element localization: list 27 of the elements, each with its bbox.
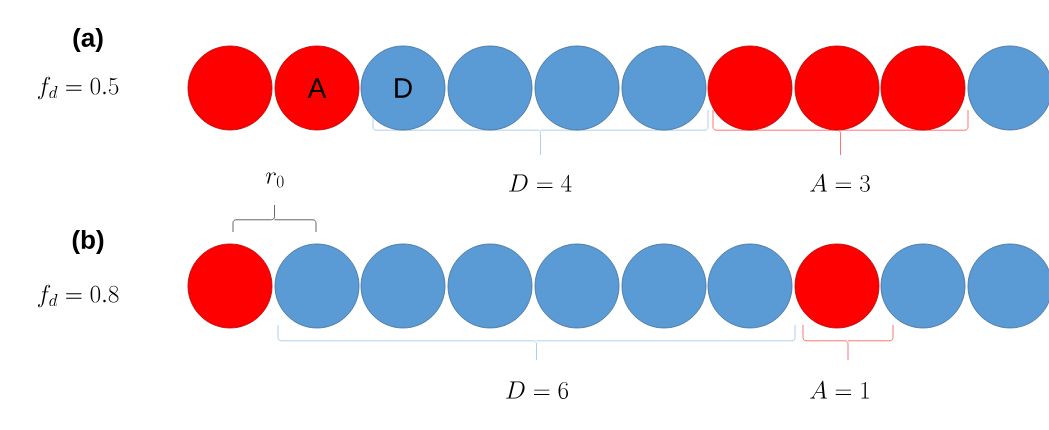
circle bbox=[621, 45, 707, 131]
circle bbox=[880, 45, 966, 131]
circle bbox=[447, 45, 533, 131]
circle bbox=[707, 45, 793, 131]
circle bbox=[880, 243, 966, 329]
circle bbox=[447, 243, 533, 329]
circle bbox=[794, 243, 880, 329]
circle bbox=[534, 243, 620, 329]
circle bbox=[274, 243, 360, 329]
circle bbox=[187, 45, 273, 131]
circle bbox=[187, 243, 273, 329]
circle bbox=[707, 243, 793, 329]
formula-label: $A = 3$ bbox=[810, 173, 870, 192]
circle bbox=[967, 45, 1049, 131]
formula-label: $D = 4$ bbox=[509, 174, 572, 192]
formula-label: $f_d = 0.5$ bbox=[38, 76, 119, 100]
panel-label: (b) bbox=[72, 229, 104, 255]
formula-label: $r_0$ bbox=[266, 172, 284, 188]
circle bbox=[794, 45, 880, 131]
circle bbox=[360, 243, 446, 329]
formula-label: $D = 6$ bbox=[506, 381, 568, 399]
panel-label: (a) bbox=[73, 27, 103, 53]
circle bbox=[967, 243, 1049, 329]
formula-label: $f_d = 0.8$ bbox=[38, 284, 119, 308]
circle bbox=[621, 243, 707, 329]
formula-label: $A = 1$ bbox=[810, 380, 869, 399]
circle bbox=[534, 45, 620, 131]
